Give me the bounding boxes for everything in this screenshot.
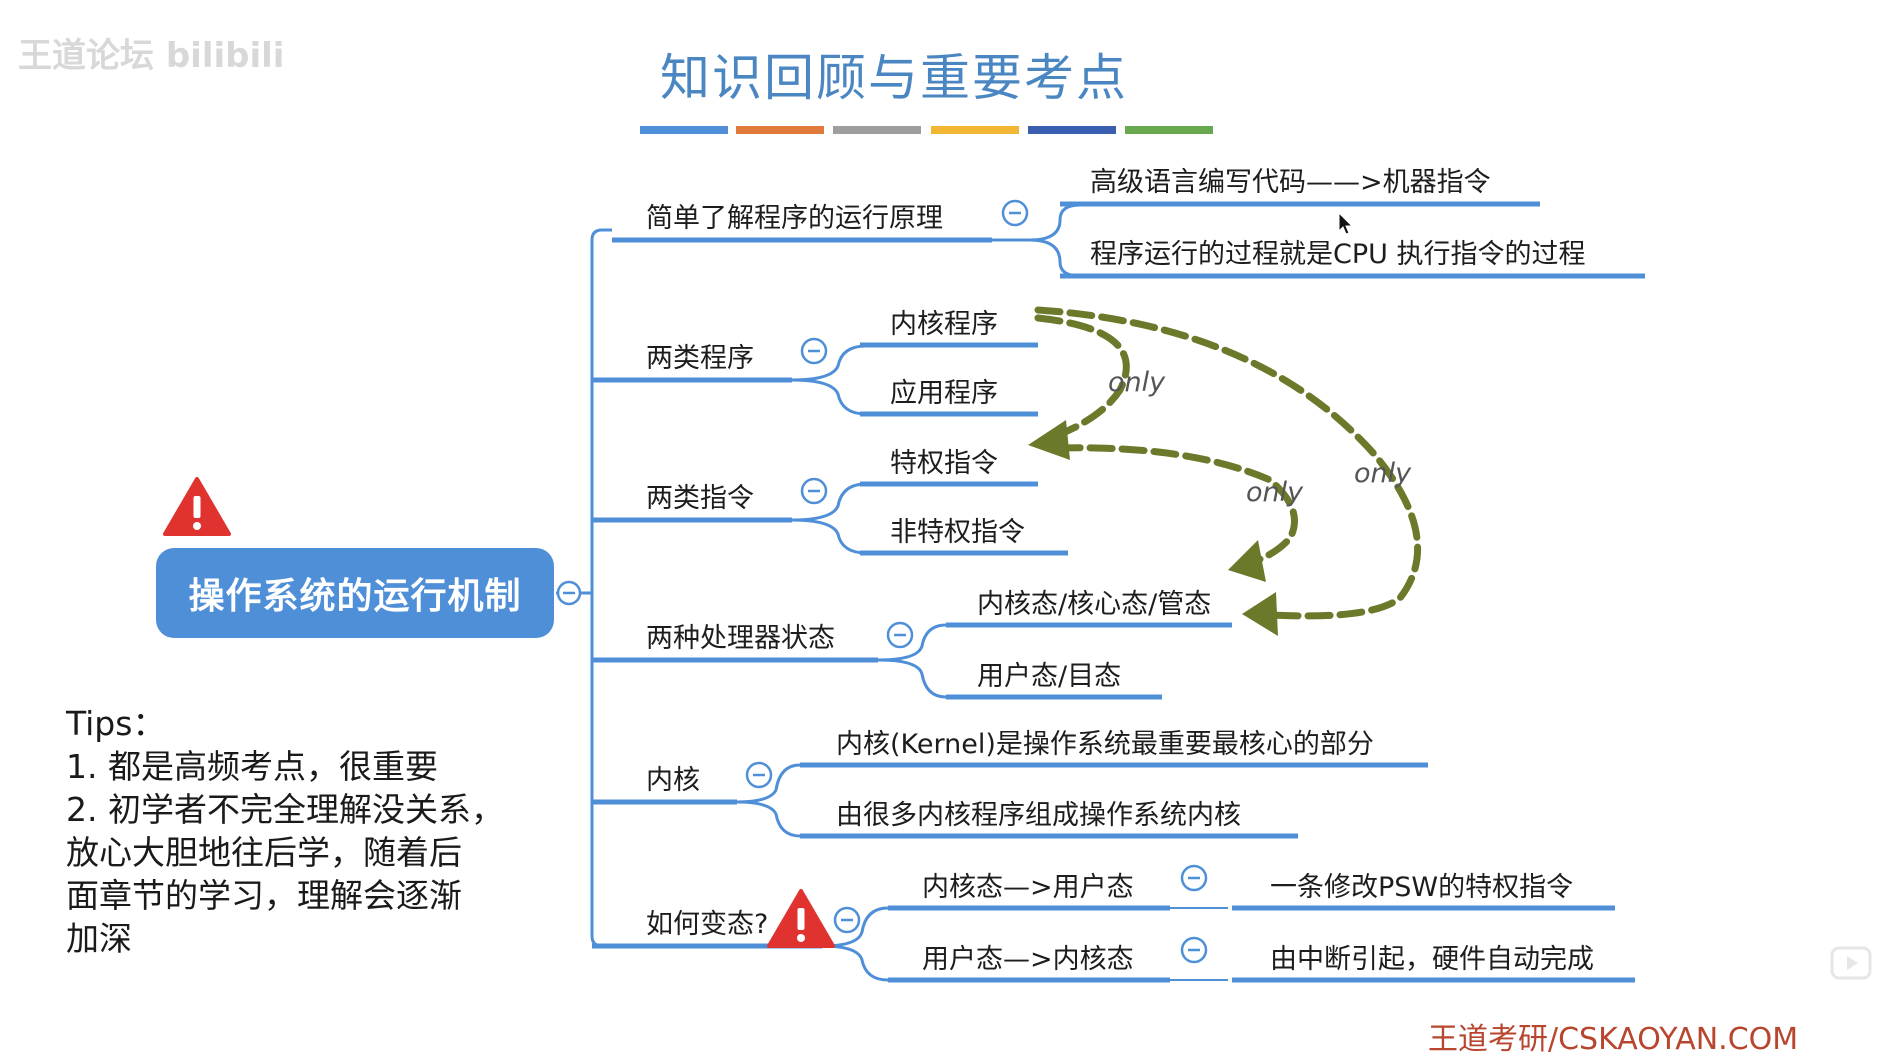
warning-icon bbox=[163, 477, 231, 536]
root-node-label: 操作系统的运行机制 bbox=[188, 576, 522, 617]
branch-label[interactable]: 两种处理器状态 bbox=[646, 623, 835, 654]
only-label: only bbox=[1354, 458, 1412, 489]
child-node[interactable]: 用户态—>内核态 bbox=[922, 944, 1134, 975]
tips-heading: Tips： bbox=[66, 704, 166, 743]
child-node[interactable]: 用户态/目态 bbox=[977, 661, 1122, 692]
detail-node[interactable]: 由中断引起，硬件自动完成 bbox=[1270, 944, 1594, 975]
child-node[interactable]: 内核态/核心态/管态 bbox=[977, 589, 1212, 620]
collapse-icon[interactable] bbox=[886, 621, 914, 649]
root-node[interactable]: 操作系统的运行机制 bbox=[156, 548, 554, 638]
child-node[interactable]: 程序运行的过程就是CPU 执行指令的过程 bbox=[1090, 239, 1586, 270]
collapse-icon[interactable] bbox=[1180, 864, 1208, 892]
collapse-icon[interactable] bbox=[745, 761, 773, 789]
warning-icon bbox=[767, 889, 835, 948]
branch-label[interactable]: 两类程序 bbox=[646, 343, 754, 374]
child-node[interactable]: 内核(Kernel)是操作系统最重要最核心的部分 bbox=[836, 729, 1374, 760]
child-node[interactable]: 应用程序 bbox=[890, 378, 998, 409]
collapse-icon[interactable] bbox=[1180, 936, 1208, 964]
child-node[interactable]: 内核态—>用户态 bbox=[922, 872, 1134, 903]
child-node[interactable]: 由很多内核程序组成操作系统内核 bbox=[836, 800, 1241, 831]
collapse-icon[interactable] bbox=[556, 580, 582, 606]
watermark: 王道论坛 bilibili bbox=[18, 36, 285, 76]
only-label: only bbox=[1108, 367, 1166, 398]
collapse-icon[interactable] bbox=[800, 337, 828, 365]
detail-node[interactable]: 一条修改PSW的特权指令 bbox=[1270, 872, 1574, 903]
child-node[interactable]: 非特权指令 bbox=[890, 517, 1025, 548]
branch-label[interactable]: 如何变态? bbox=[646, 909, 769, 940]
only-label: only bbox=[1246, 477, 1304, 508]
collapse-icon[interactable] bbox=[833, 906, 861, 934]
branch-label[interactable]: 内核 bbox=[646, 765, 700, 796]
child-node[interactable]: 高级语言编写代码——>机器指令 bbox=[1090, 167, 1491, 198]
child-node[interactable]: 内核程序 bbox=[890, 309, 998, 340]
tips-line: 面章节的学习，理解会逐渐 bbox=[66, 876, 462, 915]
title-stripe bbox=[640, 126, 1213, 134]
tips-line: 放心大胆地往后学，随着后 bbox=[66, 833, 462, 872]
tips-line: 2. 初学者不完全理解没关系， bbox=[66, 790, 504, 829]
play-icon[interactable] bbox=[1830, 942, 1872, 984]
cursor-icon bbox=[1338, 212, 1354, 235]
only-arrow-1 bbox=[1034, 314, 1130, 442]
collapse-icon[interactable] bbox=[1001, 199, 1029, 227]
page-title: 知识回顾与重要考点 bbox=[660, 49, 1128, 107]
tips: Tips： 1. 都是高频考点，很重要 2. 初学者不完全理解没关系， 放心大胆… bbox=[66, 702, 536, 960]
branch-label[interactable]: 两类指令 bbox=[646, 483, 754, 514]
footer-brand: 王道考研/CSKAOYAN.COM bbox=[1428, 1022, 1799, 1057]
only-arrow-2 bbox=[1054, 444, 1298, 564]
branch-label[interactable]: 简单了解程序的运行原理 bbox=[646, 203, 943, 234]
only-arrow-3 bbox=[1034, 306, 1421, 620]
child-node[interactable]: 特权指令 bbox=[890, 448, 998, 479]
tips-line: 加深 bbox=[66, 919, 132, 958]
collapse-icon[interactable] bbox=[800, 477, 828, 505]
tips-line: 1. 都是高频考点，很重要 bbox=[66, 747, 438, 786]
